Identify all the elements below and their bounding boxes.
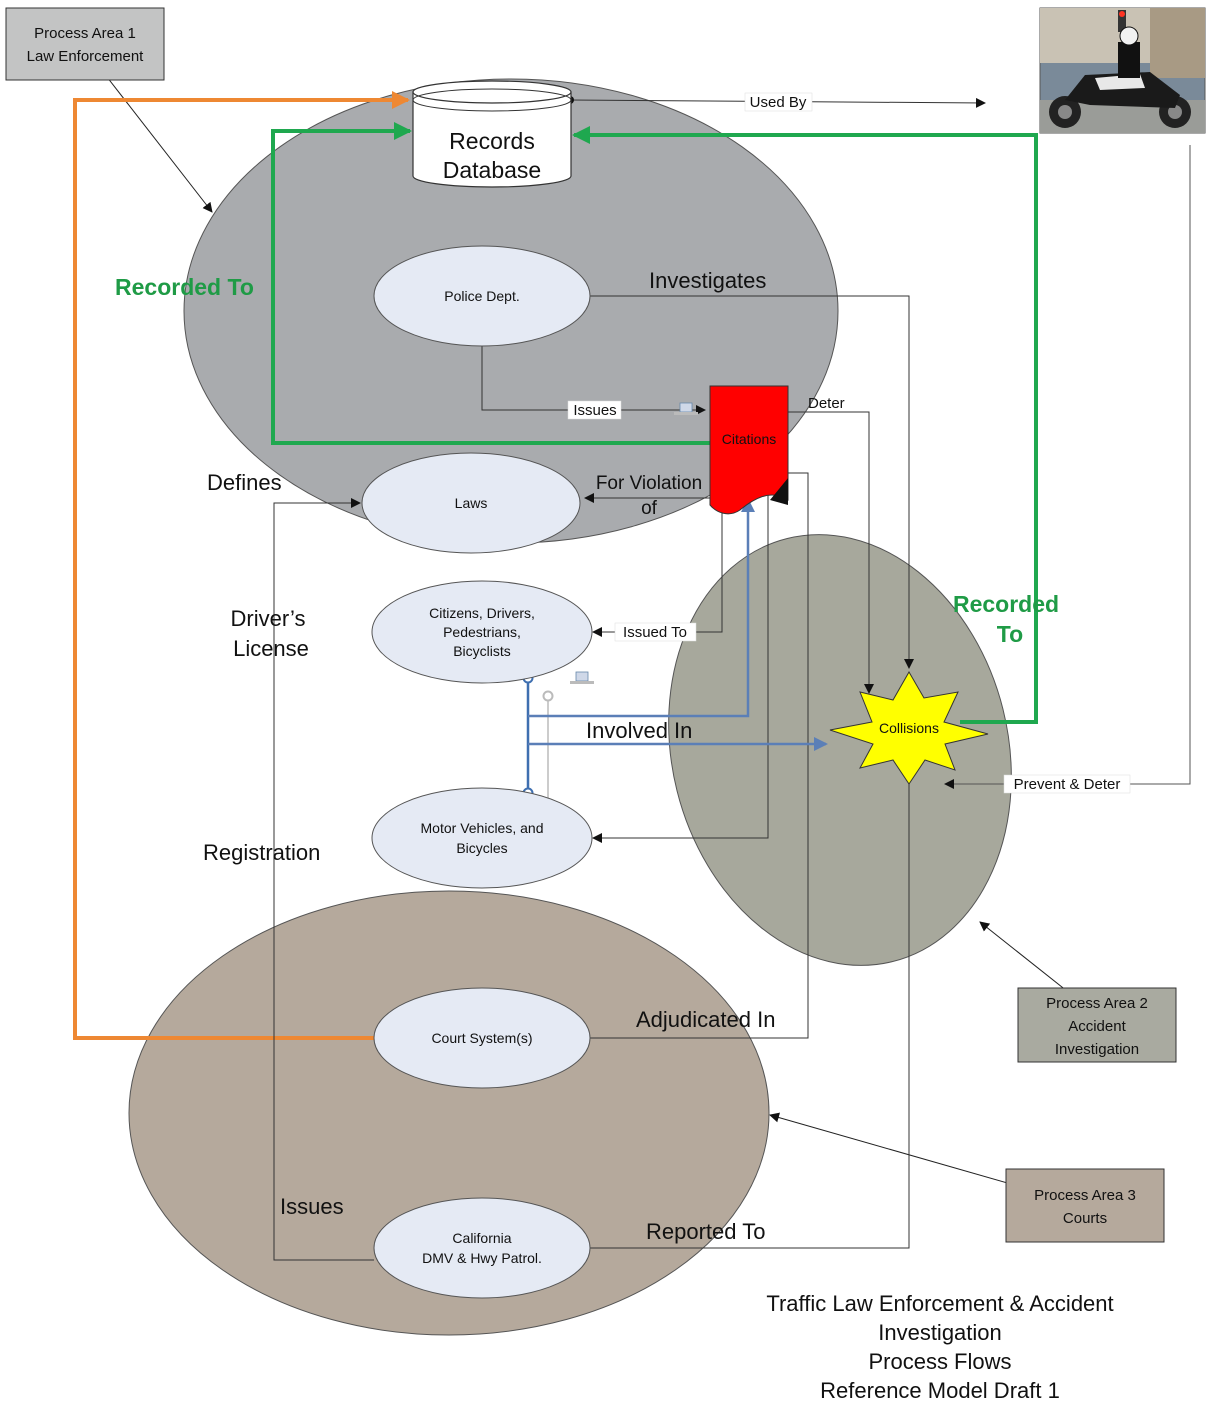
area1-pointer bbox=[99, 67, 213, 213]
adjudicated-in-label: Adjudicated In bbox=[636, 1007, 775, 1032]
registration-label: Registration bbox=[203, 840, 320, 865]
for-violation-label-line1: For Violation bbox=[596, 473, 702, 494]
citations-node[interactable]: Citations bbox=[709, 385, 789, 515]
diagram-title-line2: Investigation bbox=[878, 1320, 1002, 1345]
involved-in-citations-edge bbox=[528, 498, 755, 718]
process-area-1-box bbox=[5, 7, 165, 81]
process-area-2-line1: Process Area 2 bbox=[1046, 995, 1148, 1012]
involved-in-label: Involved In bbox=[586, 718, 692, 743]
courts-area bbox=[128, 890, 770, 1336]
drivers-license-line2: License bbox=[233, 636, 309, 661]
process-area-3-box bbox=[1005, 1168, 1165, 1243]
for-violation-label-line2: of bbox=[641, 498, 658, 519]
motor-vehicles-node[interactable]: Motor Vehicles, and Bicycles bbox=[371, 787, 593, 889]
area2-pointer bbox=[979, 921, 1073, 996]
used-by-label: Used By bbox=[750, 94, 807, 111]
grey-connector-top bbox=[542, 690, 554, 702]
process-area-1-line2: Law Enforcement bbox=[27, 48, 145, 65]
records-database-line2: Database bbox=[443, 157, 541, 183]
process-area-2-box bbox=[1017, 987, 1177, 1063]
motor-vehicles-line1: Motor Vehicles, and bbox=[421, 820, 544, 836]
citizens-line2: Pedestrians, bbox=[443, 624, 521, 640]
citizens-line1: Citizens, Drivers, bbox=[429, 605, 535, 621]
process-area-3-line1: Process Area 3 bbox=[1034, 1187, 1136, 1204]
investigates-label: Investigates bbox=[649, 268, 766, 293]
police-dept-node[interactable]: Police Dept. bbox=[373, 245, 591, 347]
dmv-issues-edge bbox=[273, 498, 374, 1261]
citizens-line3: Bicyclists bbox=[453, 643, 511, 659]
process-area-2-line2: Accident bbox=[1068, 1018, 1126, 1035]
dmv-line1: California bbox=[452, 1230, 511, 1246]
collisions-node[interactable]: Collisions bbox=[829, 670, 989, 785]
citizens-node[interactable]: Citizens, Drivers, Pedestrians, Bicyclis… bbox=[371, 580, 593, 684]
process-area-3-line2: Courts bbox=[1063, 1210, 1107, 1227]
dmv-issues-label: Issues bbox=[280, 1194, 344, 1219]
accident-investigation-area bbox=[668, 534, 1012, 966]
reported-to-edge bbox=[590, 782, 910, 1249]
drivers-license-line1: Driver’s bbox=[231, 606, 306, 631]
diagram-title-line4: Reference Model Draft 1 bbox=[820, 1378, 1060, 1403]
citations-label: Citations bbox=[722, 431, 776, 447]
collisions-label: Collisions bbox=[879, 720, 939, 736]
small-doc-icon-2 bbox=[570, 671, 594, 684]
deter-label: Deter bbox=[808, 395, 845, 412]
police-dept-label: Police Dept. bbox=[444, 288, 519, 304]
dmv-node[interactable]: California DMV & Hwy Patrol. bbox=[373, 1197, 591, 1299]
issues-label: Issues bbox=[573, 402, 616, 419]
adjudicated-in-edge bbox=[590, 472, 809, 1039]
court-system-label: Court System(s) bbox=[431, 1030, 532, 1046]
issued-to-label: Issued To bbox=[623, 624, 687, 641]
recorded-to-right-line2: To bbox=[997, 621, 1023, 647]
area3-pointer bbox=[769, 1112, 1026, 1189]
court-system-node[interactable]: Court System(s) bbox=[373, 987, 591, 1089]
deter-edge bbox=[786, 411, 874, 694]
investigates-edge bbox=[590, 295, 914, 669]
records-database-line1: Records bbox=[449, 128, 535, 154]
collisions-recorded-to-edge bbox=[572, 126, 1038, 724]
recorded-to-right-line1: Recorded bbox=[953, 591, 1059, 617]
small-doc-icon bbox=[674, 402, 698, 415]
issues-edge bbox=[481, 345, 706, 415]
prevent-deter-label: Prevent & Deter bbox=[1014, 776, 1121, 793]
process-area-2-line3: Investigation bbox=[1055, 1041, 1139, 1058]
court-to-records-edge bbox=[73, 91, 410, 1040]
reported-to-label: Reported To bbox=[646, 1219, 765, 1244]
diagram-title-line1: Traffic Law Enforcement & Accident bbox=[766, 1291, 1113, 1316]
diagram-title-line3: Process Flows bbox=[868, 1349, 1011, 1374]
motor-vehicles-line2: Bicycles bbox=[456, 840, 507, 856]
laws-node[interactable]: Laws bbox=[361, 452, 581, 554]
defines-label: Defines bbox=[207, 470, 282, 495]
records-database-node[interactable]: Records Database bbox=[412, 80, 572, 188]
process-area-1-line1: Process Area 1 bbox=[34, 25, 136, 42]
recorded-to-left-label: Recorded To bbox=[115, 274, 254, 300]
laws-label: Laws bbox=[455, 495, 488, 511]
dmv-line2: DMV & Hwy Patrol. bbox=[422, 1250, 542, 1266]
motorcycle-officer-photo bbox=[1039, 7, 1206, 134]
citations-recorded-to-edge bbox=[271, 122, 710, 445]
